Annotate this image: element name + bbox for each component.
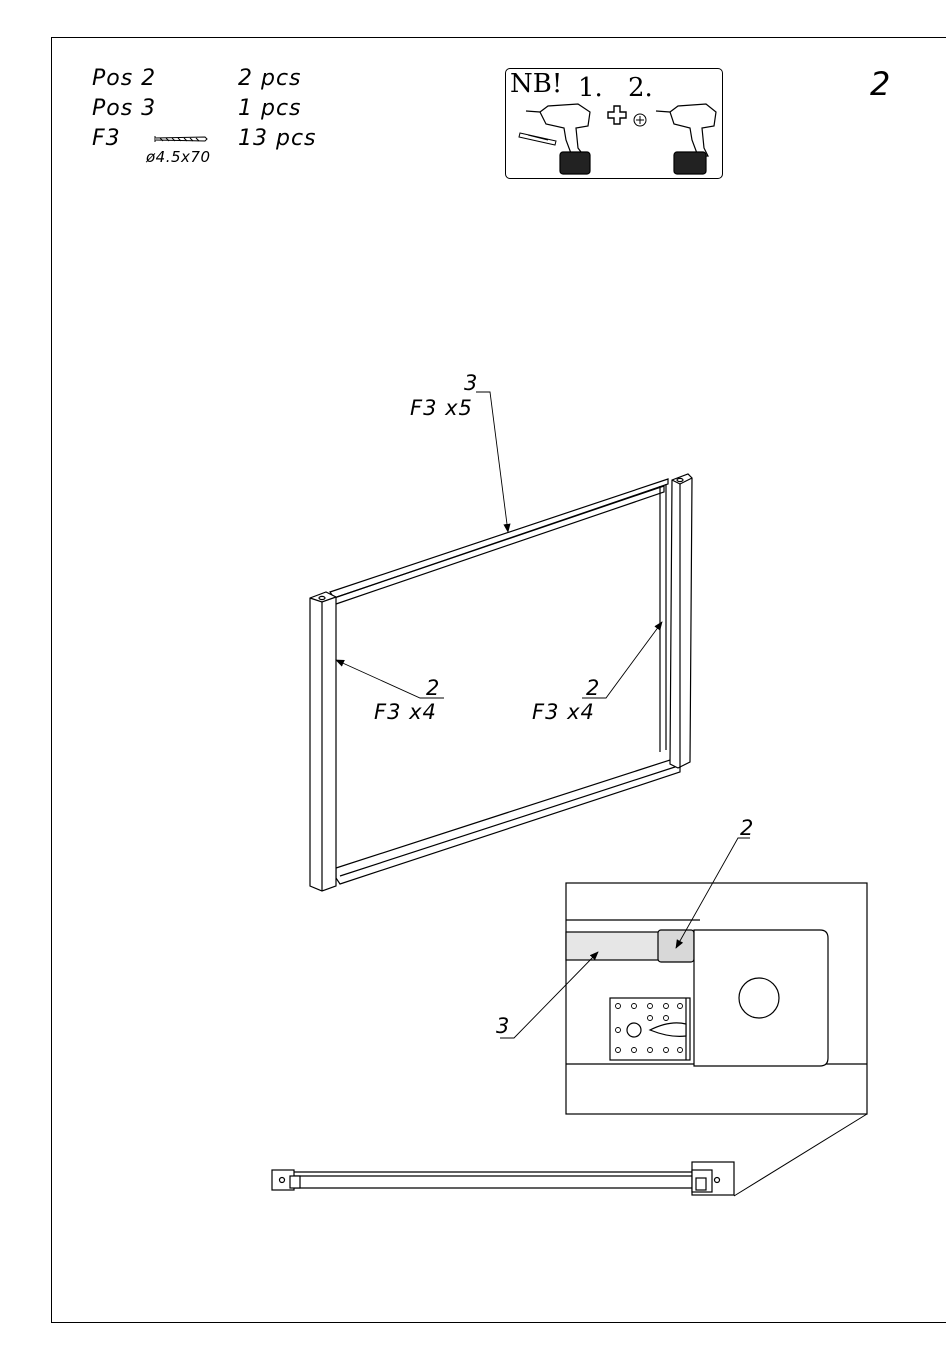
frame-assembly: [310, 474, 692, 891]
callout-right-fastener: F3 x4: [532, 702, 595, 723]
detail-view: [566, 883, 867, 1196]
leader-lines: [336, 392, 662, 698]
plus-icon: [608, 106, 626, 124]
plan-view: [272, 1162, 734, 1195]
callout-left-pos: 2: [426, 678, 440, 699]
detail-rail-pos-3: [566, 932, 660, 960]
right-post-pos-2: [670, 474, 692, 768]
callout-left-fastener: F3 x4: [374, 702, 437, 723]
screw-head-icon: [634, 114, 646, 126]
callout-detail-pos-3: 3: [496, 1016, 510, 1037]
bottom-rail: [336, 760, 680, 884]
callout-top-fastener: F3 x5: [410, 398, 473, 419]
drill-bit-icon: [519, 133, 556, 145]
screw-icon: [155, 136, 207, 142]
top-rail-pos-3: [330, 479, 668, 598]
callout-detail-pos-2: 2: [740, 818, 754, 839]
callout-top-pos: 3: [464, 373, 478, 394]
screwdriver-drill-icon: [656, 104, 716, 174]
callout-right-pos: 2: [586, 678, 600, 699]
left-post-pos-2: [310, 592, 336, 891]
detail-post-pos-2: [658, 930, 694, 962]
